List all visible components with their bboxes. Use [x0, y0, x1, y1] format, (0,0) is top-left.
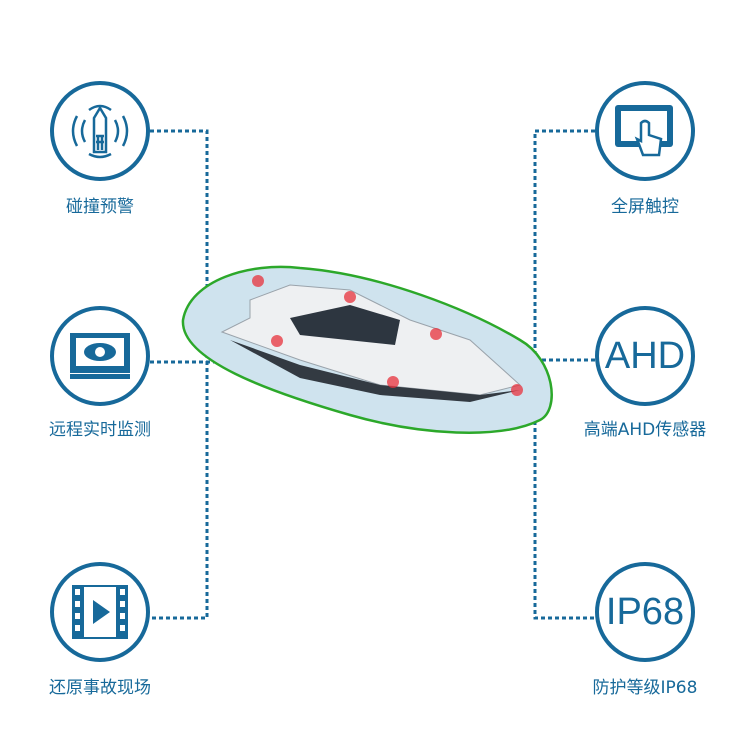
feature-label: 还原事故现场 — [49, 678, 151, 698]
monitor-eye-icon — [50, 306, 150, 406]
feature-label: 高端AHD传感器 — [583, 420, 707, 440]
ahd-badge: AHD — [595, 306, 695, 406]
feature-label: 碰撞预警 — [66, 197, 134, 217]
feature-label: 防护等级IP68 — [592, 678, 698, 698]
feature-label: 全屏触控 — [611, 197, 679, 217]
touch-screen-icon — [595, 81, 695, 181]
collision-warning-icon — [50, 81, 150, 181]
ip68-badge: IP68 — [595, 562, 695, 662]
video-play-icon — [50, 562, 150, 662]
feature-label: 远程实时监测 — [49, 420, 151, 440]
boat-illustration — [181, 265, 553, 434]
